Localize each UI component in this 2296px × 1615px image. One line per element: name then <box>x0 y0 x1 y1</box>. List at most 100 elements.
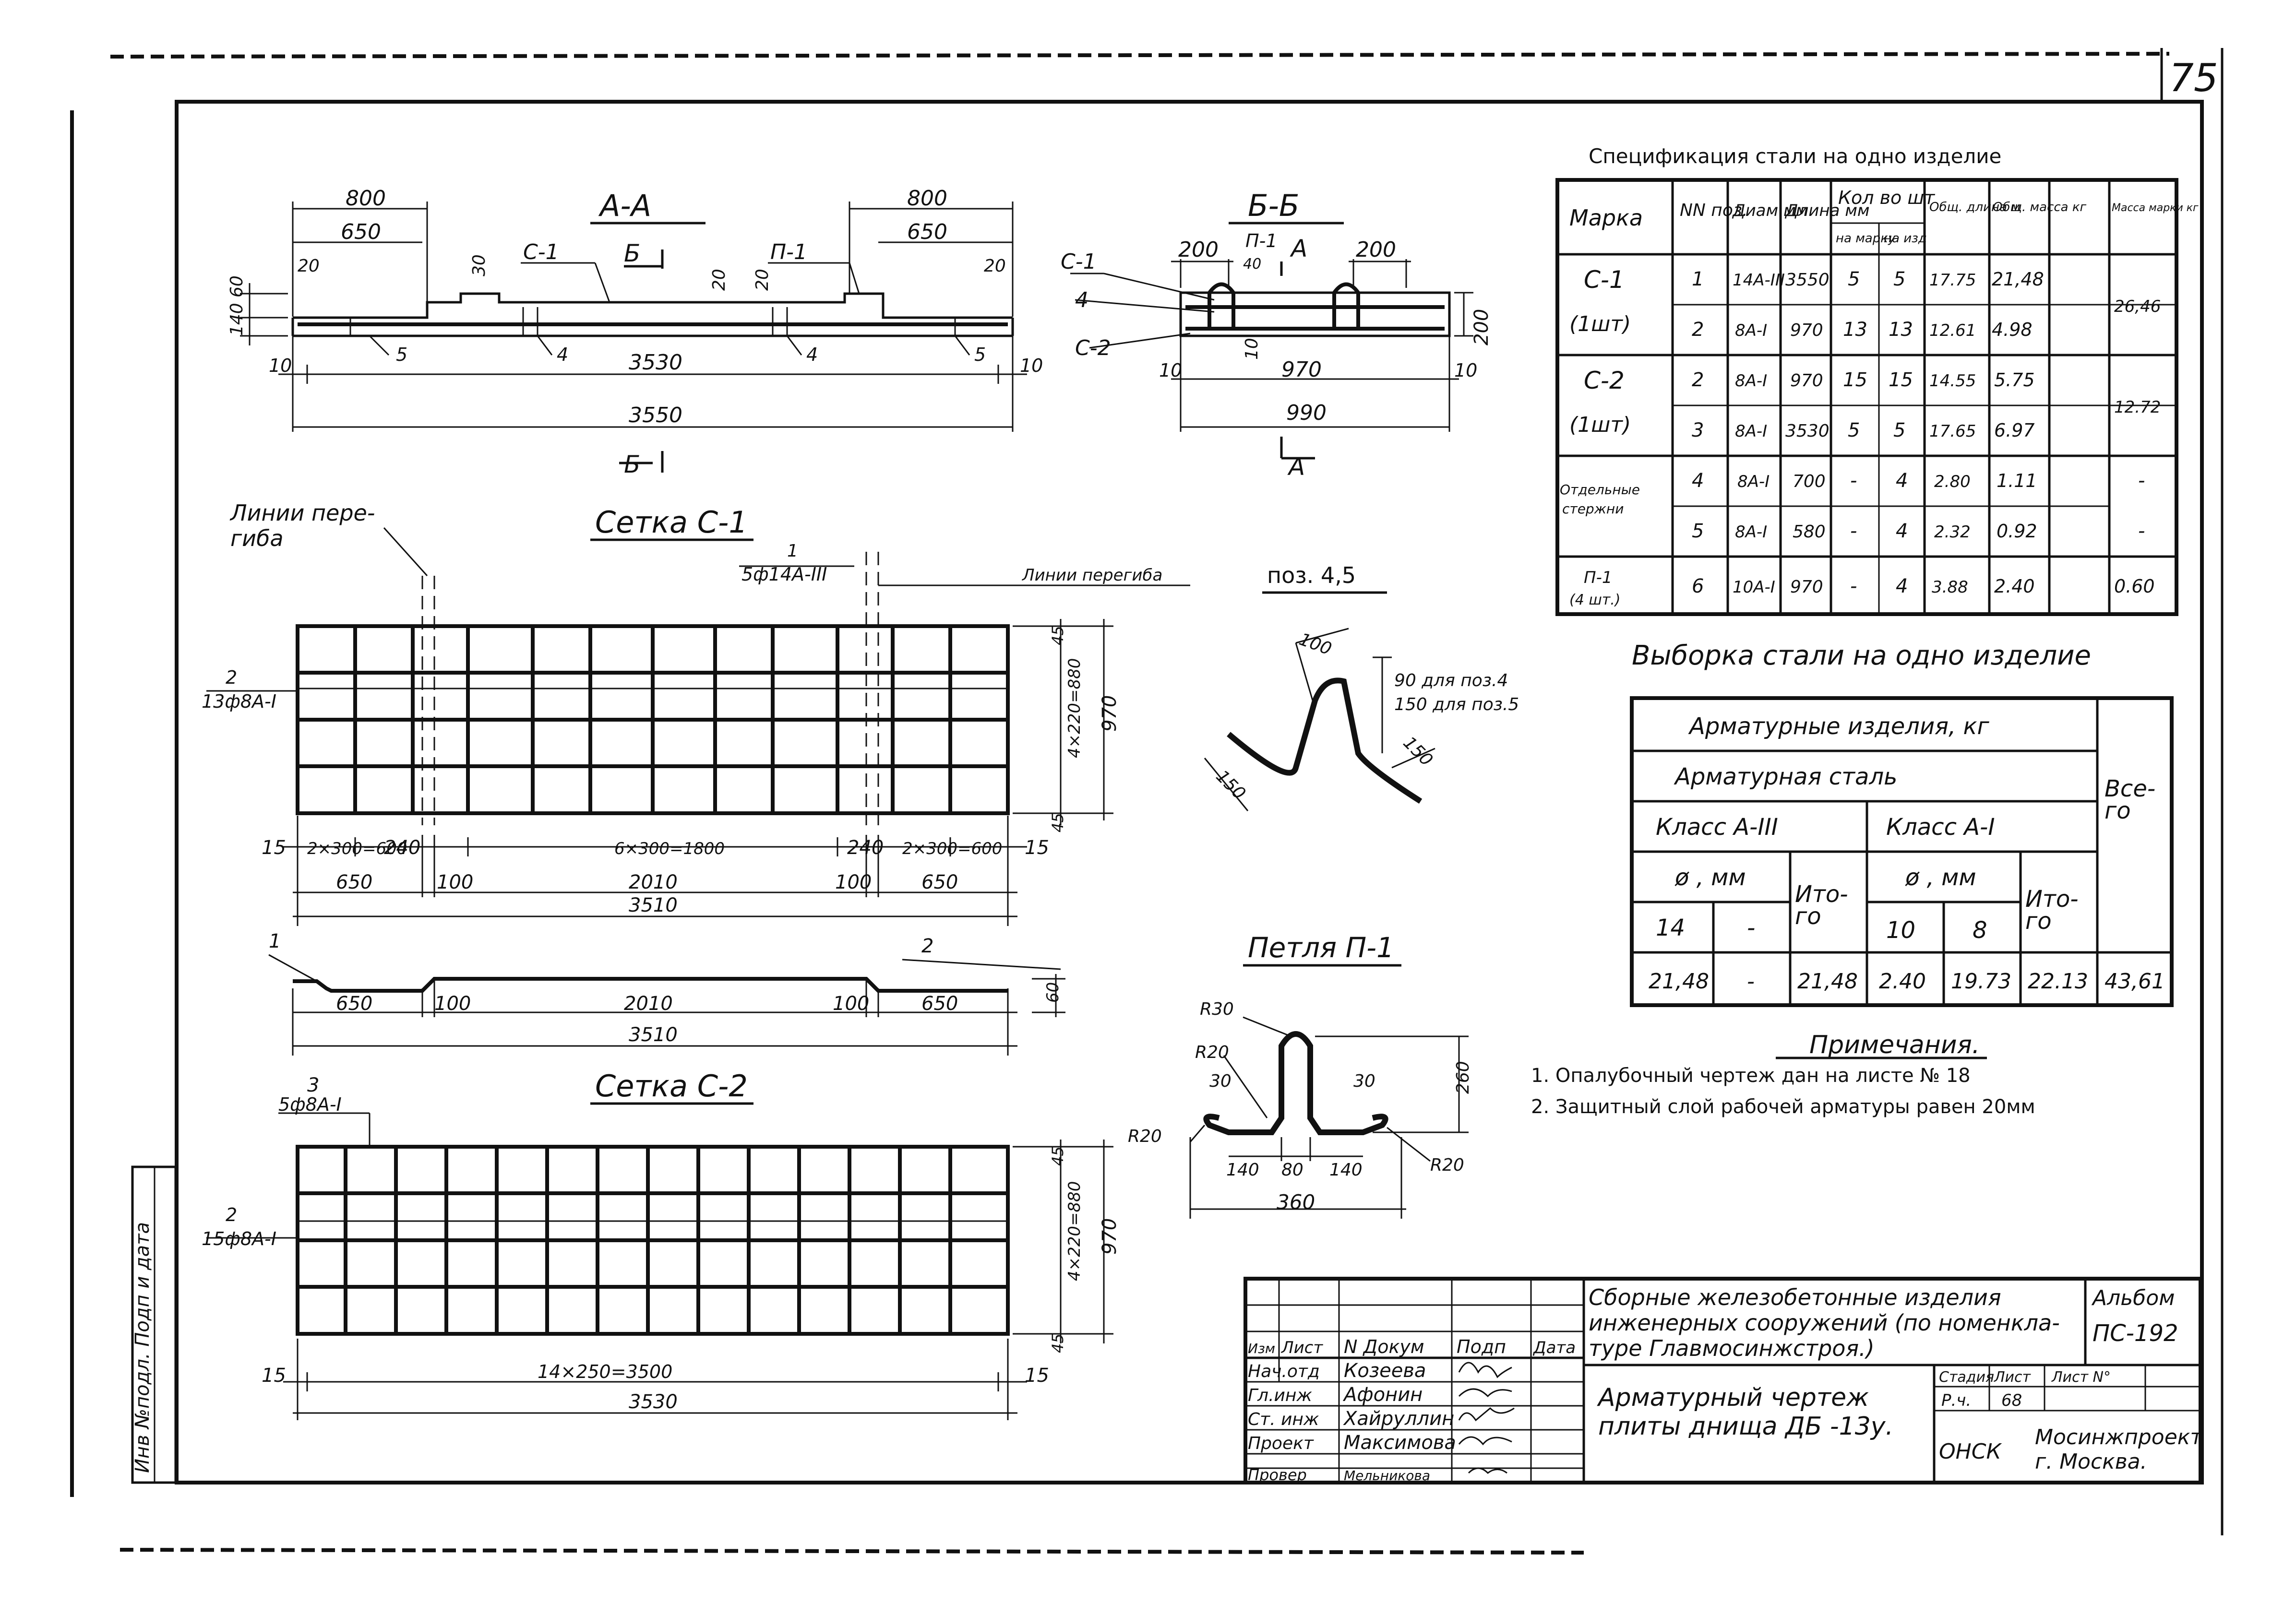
svg-text:Общ. длина м: Общ. длина м <box>1929 200 2021 214</box>
svg-text:(4 шт.): (4 шт.) <box>1569 592 1621 608</box>
svg-text:2: 2 <box>226 667 237 688</box>
svg-text:4: 4 <box>1896 575 1908 597</box>
svg-text:ø , мм: ø , мм <box>1674 864 1746 891</box>
svg-text:Длина мм: Длина мм <box>1784 201 1870 220</box>
svg-text:3530: 3530 <box>629 1391 678 1413</box>
svg-text:240: 240 <box>847 837 884 859</box>
svg-text:360: 360 <box>1277 1190 1315 1214</box>
text-line: инженерных сооружений (по номенкла- <box>1589 1310 2060 1336</box>
svg-text:15: 15 <box>1843 369 1867 391</box>
mesh-c2-text: 3 5ф8А-I 2 15ф8А-I 15 14×250=3500 15 353… <box>202 1074 1121 1413</box>
svg-text:26,46: 26,46 <box>2114 297 2161 316</box>
svg-text:20: 20 <box>984 256 1006 276</box>
svg-text:Класс А-I: Класс А-I <box>1886 814 1995 841</box>
svg-text:6: 6 <box>1692 575 1704 597</box>
svg-text:14.55: 14.55 <box>1929 371 1976 391</box>
svg-text:14×250=3500: 14×250=3500 <box>538 1361 672 1382</box>
bent-mesh-text: 1 2 650 100 2010 100 650 3510 60 <box>269 930 1063 1046</box>
svg-text:45: 45 <box>1049 626 1067 645</box>
text-line: г. Москва. <box>2035 1449 2147 1474</box>
svg-text:20: 20 <box>298 256 320 276</box>
svg-text:650: 650 <box>336 871 372 893</box>
svg-text:R30: R30 <box>1200 999 1234 1019</box>
signatures <box>1458 1362 1515 1474</box>
mesh-c1: Сетка С-1 <box>206 505 1190 926</box>
svg-text:С-1: С-1 <box>1061 249 1097 274</box>
sheet-number: 75 <box>2169 56 2218 100</box>
svg-text:3550: 3550 <box>1785 270 1830 290</box>
svg-text:А: А <box>1290 235 1307 262</box>
svg-text:-: - <box>1850 575 1857 597</box>
svg-text:Изм: Изм <box>1248 1341 1275 1356</box>
svg-text:100: 100 <box>437 871 473 893</box>
svg-text:ø , мм: ø , мм <box>1905 864 1976 891</box>
svg-text:С-2: С-2 <box>1075 336 1111 360</box>
svg-text:14А-III: 14А-III <box>1733 271 1785 290</box>
svg-text:60: 60 <box>227 275 247 297</box>
text-line: плиты днища ДБ -13у. <box>1598 1412 1893 1441</box>
svg-text:200: 200 <box>1178 238 1219 262</box>
svg-text:45: 45 <box>1049 1333 1067 1353</box>
svg-text:10: 10 <box>1886 917 1915 944</box>
svg-text:3530: 3530 <box>629 350 682 375</box>
svg-text:Линии пере-гиба: Линии пере-гиба <box>229 500 375 551</box>
spec-table-rows: С-1 (1шт) 1 14А-III 3550 5 5 17.75 21,48… <box>1560 266 2161 608</box>
svg-text:Общ. масса кг: Общ. масса кг <box>1993 200 2087 214</box>
svg-text:2.40: 2.40 <box>1879 969 1926 994</box>
svg-text:2.40: 2.40 <box>1994 576 2035 597</box>
svg-text:С-2: С-2 <box>1584 367 1625 394</box>
svg-text:Диам мм: Диам мм <box>1732 201 1808 220</box>
selection-table: Выборка стали на одно изделие <box>1630 640 2174 1007</box>
svg-text:15: 15 <box>1025 1365 1049 1387</box>
svg-text:1: 1 <box>1692 268 1704 290</box>
svg-text:1: 1 <box>787 541 798 561</box>
svg-text:N Докум: N Докум <box>1344 1336 1424 1357</box>
svg-text:Стадия: Стадия <box>1939 1369 1994 1386</box>
svg-text:Р.ч.: Р.ч. <box>1941 1391 1971 1410</box>
svg-text:3: 3 <box>307 1074 319 1096</box>
svg-text:Арматурная сталь: Арматурная сталь <box>1674 763 1897 790</box>
svg-text:8: 8 <box>1973 917 1987 944</box>
svg-text:19.73: 19.73 <box>1951 969 2011 994</box>
side-stamp: Инв №подл. Подп и дата <box>132 1222 154 1473</box>
drawing-frame <box>70 48 2224 1535</box>
section-aa: А-А <box>240 188 1027 473</box>
svg-text:40: 40 <box>1243 256 1261 273</box>
svg-text:2.32: 2.32 <box>1934 522 1971 542</box>
svg-text:8А-I: 8А-I <box>1735 371 1767 391</box>
svg-text:150: 150 <box>1399 733 1436 770</box>
text-line: гиба <box>230 525 284 551</box>
svg-text:Мельникова: Мельникова <box>1344 1468 1430 1484</box>
svg-text:3510: 3510 <box>629 894 678 916</box>
mesh-c1-title: Сетка С-1 <box>595 505 748 540</box>
svg-text:0.60: 0.60 <box>2114 576 2155 597</box>
svg-text:100: 100 <box>835 871 872 893</box>
svg-text:13ф8А-I: 13ф8А-I <box>202 691 276 712</box>
title-block <box>1244 1277 2202 1484</box>
svg-text:Марка: Марка <box>1569 205 1643 231</box>
svg-text:800: 800 <box>907 186 947 211</box>
svg-text:Арматурные изделия, кг: Арматурные изделия, кг <box>1688 713 1990 740</box>
svg-text:С-1: С-1 <box>523 240 559 264</box>
svg-text:700: 700 <box>1793 472 1826 491</box>
section-bb-title: Б-Б <box>1248 188 1299 223</box>
svg-text:Кол во шт: Кол во шт <box>1838 187 1936 208</box>
svg-text:6.97: 6.97 <box>1994 420 2035 441</box>
selection-title: Выборка стали на одно изделие <box>1632 640 2091 671</box>
svg-text:Все-го: Все-го <box>2105 775 2155 824</box>
svg-text:45: 45 <box>1049 813 1067 832</box>
svg-text:2×300=600: 2×300=600 <box>307 839 407 858</box>
svg-text:970: 970 <box>1790 577 1823 597</box>
svg-text:10: 10 <box>1159 360 1182 381</box>
svg-text:Сборные железобетонные изделия: Сборные железобетонные изделияинженерных… <box>1589 1284 2060 1361</box>
svg-text:П-1: П-1 <box>770 240 807 264</box>
svg-text:43,61: 43,61 <box>2105 969 2165 994</box>
svg-text:-: - <box>1747 969 1755 994</box>
svg-text:Проект: Проект <box>1248 1434 1314 1453</box>
mesh-c1-text: Линии пере-гиба Линии перегиба 1 5ф14А-I… <box>202 500 1162 916</box>
svg-text:10: 10 <box>1454 360 1477 381</box>
svg-text:6×300=1800: 6×300=1800 <box>614 839 725 858</box>
